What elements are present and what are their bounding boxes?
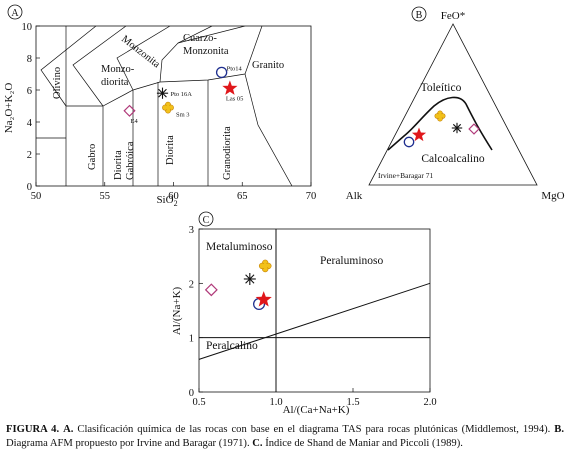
field-label-granodiorita: Granodiorita xyxy=(222,126,233,180)
data-point xyxy=(468,123,480,135)
point-label: Pto 16A xyxy=(171,91,193,98)
field-label-granito: Granito xyxy=(252,60,284,71)
data-point xyxy=(123,104,136,117)
y-tick-label: 1 xyxy=(189,334,194,345)
panel-b-points xyxy=(403,110,480,148)
x-tick-label: 0.5 xyxy=(192,397,205,408)
panel-a-y-title: Na₂O+K₂O xyxy=(3,83,15,134)
y-tick-label: 3 xyxy=(189,225,194,236)
panel-a-y-axis: 0 2 4 6 8 10 xyxy=(22,22,40,193)
y-tick-label: 8 xyxy=(27,54,32,65)
caption-part-c-label: C. xyxy=(252,438,263,449)
field-label-cuarzomonzonita-1: Cuarzo- xyxy=(183,33,217,44)
data-point xyxy=(204,283,218,297)
field-label-toleitico: Toleítico xyxy=(421,82,462,94)
panel-b-label: B xyxy=(416,10,423,21)
data-point xyxy=(434,110,446,122)
field-label-monzodiorita-2: diorita xyxy=(101,77,129,88)
data-point xyxy=(451,122,463,134)
y-tick-label: 0 xyxy=(189,388,194,399)
data-point xyxy=(403,136,415,148)
x-tick-label: 50 xyxy=(31,191,42,202)
shand-diagonal-line xyxy=(198,282,431,360)
point-label: Pto14 xyxy=(227,65,243,72)
apex-mgo-label: MgO xyxy=(541,190,564,202)
field-label-cuarzomonzonita-2: Monzonita xyxy=(183,46,229,57)
panel-c-x-axis: 0.5 1.0 1.5 2.0 xyxy=(192,388,437,408)
field-label-calcoalcalino: Calcoalcalino xyxy=(421,153,484,165)
boundary-reference-label: Irvine+Baragar 71 xyxy=(378,171,433,180)
x-tick-label: 1.0 xyxy=(269,397,282,408)
x-tick-label: 60 xyxy=(168,191,179,202)
point-label: E4 xyxy=(131,118,139,125)
caption-part-b-text: Diagrama AFM propuesto por Irvine and Ba… xyxy=(6,438,253,449)
x-tick-label: 65 xyxy=(237,191,248,202)
field-label-metaluminoso: Metaluminoso xyxy=(206,241,273,253)
field-label-olivino: Olivino xyxy=(52,67,63,99)
field-label-diorita-gabroica-1: Diorita xyxy=(113,150,124,180)
x-tick-label: 70 xyxy=(306,191,317,202)
y-tick-label: 2 xyxy=(189,279,194,290)
panel-c-label: C xyxy=(203,215,210,226)
x-tick-label: 1.5 xyxy=(346,397,359,408)
point-label: Las 05 xyxy=(226,95,244,102)
data-point xyxy=(243,272,256,285)
data-point xyxy=(255,291,272,307)
y-tick-label: 0 xyxy=(27,182,32,193)
panel-b-label-badge: B xyxy=(411,6,427,22)
field-label-monzodiorita-1: Monzo- xyxy=(101,64,135,75)
panel-a: A Olivino Monzo- diorita Monzonita xyxy=(3,4,317,208)
field-label-diorita: Diorita xyxy=(165,135,176,165)
data-point xyxy=(162,101,174,114)
panel-a-x-title: SiO2 xyxy=(156,194,177,208)
panel-c-y-axis: 0 1 2 3 xyxy=(189,225,203,399)
caption-part-a-text: Clasificación química de las rocas con b… xyxy=(73,424,555,435)
tas-field-boundaries xyxy=(36,26,293,186)
tholeiitic-calcalkaline-boundary xyxy=(387,96,493,151)
panel-c-x-title: Al/(Ca+Na+K) xyxy=(283,404,350,416)
field-label-peralcalino: Peralcalino xyxy=(206,340,258,352)
data-point xyxy=(156,87,169,99)
apex-alk-label: Alk xyxy=(346,190,363,202)
y-tick-label: 6 xyxy=(27,86,32,97)
x-tick-label: 2.0 xyxy=(423,397,436,408)
field-label-gabro: Gabro xyxy=(87,144,98,170)
data-point xyxy=(222,80,238,95)
panel-c-y-title: Al/(Na+K) xyxy=(171,286,183,335)
caption-part-c-text: Índice de Shand de Maniar and Piccoli (1… xyxy=(262,438,463,449)
panel-a-label-badge: A xyxy=(7,4,23,20)
x-tick-label: 55 xyxy=(100,191,111,202)
data-point xyxy=(411,127,427,142)
panel-c-frame xyxy=(198,228,431,393)
y-tick-label: 4 xyxy=(27,118,33,129)
data-point xyxy=(258,259,272,273)
ternary-triangle xyxy=(368,23,538,186)
panel-c-points xyxy=(204,259,272,311)
panel-b: B FeO* Toleítico Calcoalcalino Irvine+Ba… xyxy=(346,6,565,202)
panel-a-x-axis: 50 55 60 65 70 xyxy=(31,182,317,202)
panel-c: C Metaluminoso Peraluminoso Peralcalino … xyxy=(171,211,437,416)
point-label: Sm 3 xyxy=(176,112,190,119)
y-tick-label: 2 xyxy=(27,150,32,161)
caption-fig-label: FIGURA 4. xyxy=(6,424,60,435)
caption-part-a-label: A. xyxy=(63,424,74,435)
y-tick-label: 10 xyxy=(22,22,33,33)
figure: A Olivino Monzo- diorita Monzonita xyxy=(3,4,565,416)
field-label-peraluminoso: Peraluminoso xyxy=(320,255,383,267)
caption-part-b-label: B. xyxy=(554,424,564,435)
figure-caption: FIGURA 4. A. Clasificación química de la… xyxy=(6,423,564,451)
data-point xyxy=(215,66,228,79)
field-label-diorita-gabroica-2: Gabróica xyxy=(125,141,136,180)
panel-c-label-badge: C xyxy=(198,211,214,227)
apex-feo-label: FeO* xyxy=(441,10,465,22)
panel-a-label: A xyxy=(11,8,19,19)
